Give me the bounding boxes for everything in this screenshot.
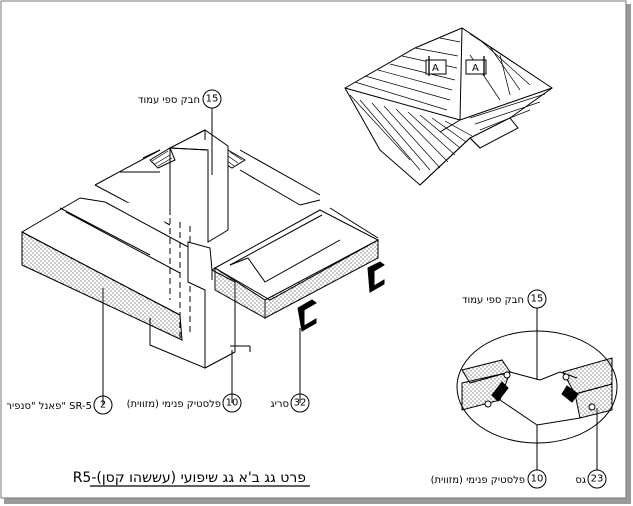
section-mark-left: A xyxy=(432,63,439,74)
callout-2 xyxy=(93,288,113,415)
callout-num-10-detail: 10 xyxy=(531,474,544,485)
callout-15-main xyxy=(202,89,222,175)
roof-line xyxy=(94,149,161,186)
callout-label-10-detail: פלסטיק פנימי (מזווית) xyxy=(431,475,525,486)
enlarged-detail xyxy=(456,289,618,489)
callout-label-10-main: פלסטיק פנימי (מזווית) xyxy=(127,399,221,410)
callout-num-15-detail: 15 xyxy=(531,294,544,305)
callout-label-2: פאנל "סנפיר" SR-5 xyxy=(6,401,92,412)
callout-32 xyxy=(290,328,310,413)
main-isometric-detail xyxy=(21,129,385,369)
callout-num-2: 2 xyxy=(100,400,106,411)
callout-num-10-main: 10 xyxy=(226,398,239,409)
callout-label-23: גס xyxy=(575,475,586,486)
callout-label-15-detail: חבק ספי עמוד xyxy=(462,295,524,306)
callout-num-15-main: 15 xyxy=(206,94,219,105)
section-mark-right: A xyxy=(472,63,479,74)
callout-num-32: 32 xyxy=(294,398,307,409)
callout-10-main xyxy=(222,350,242,413)
callout-label-15-main: חבק ספי עמוד xyxy=(138,95,200,106)
callout-num-23: 23 xyxy=(591,474,604,485)
callout-label-32: סריג xyxy=(271,399,290,410)
roof-key-plan xyxy=(344,27,553,186)
drawing-title: R5-פרט גג ב'א גג שיפועי (עששהו קסן) xyxy=(73,470,306,486)
